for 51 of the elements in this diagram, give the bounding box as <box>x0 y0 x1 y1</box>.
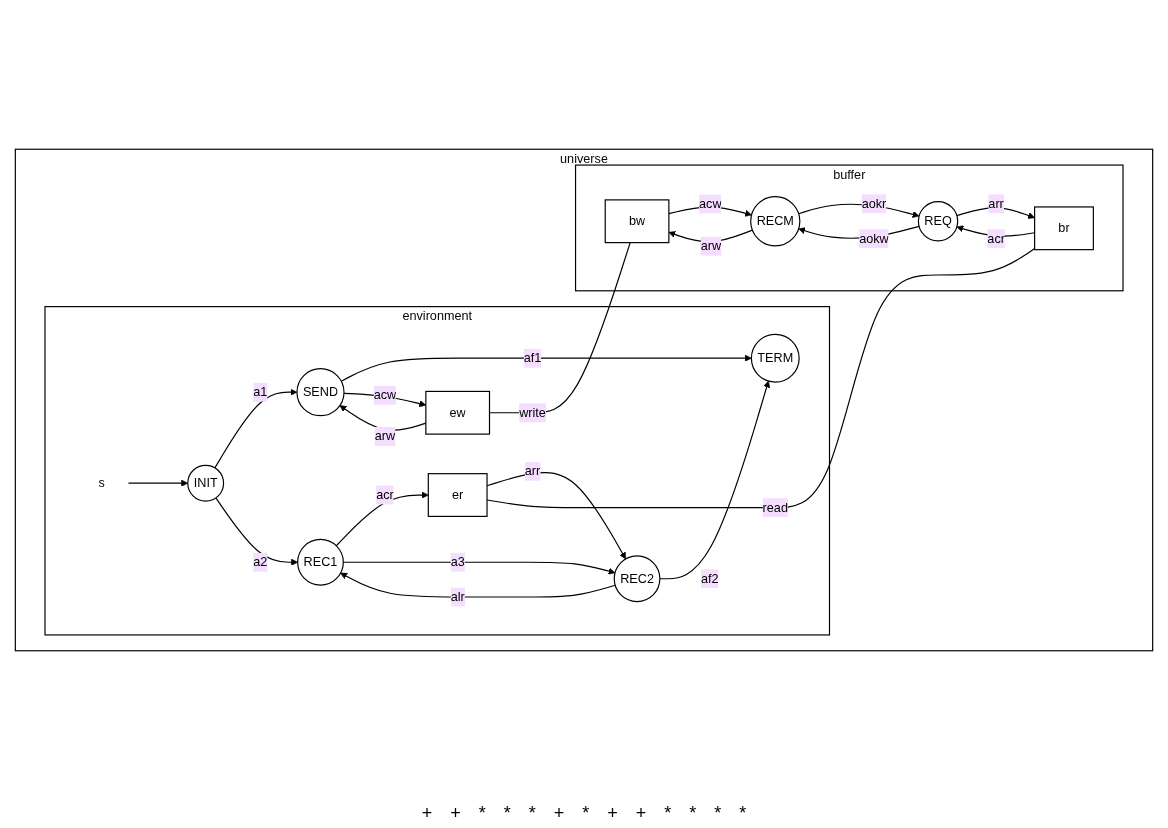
marker-sign: * <box>582 803 590 824</box>
marker-sign: + <box>635 803 647 824</box>
marker-sign: + <box>450 803 461 824</box>
node-text: s <box>98 475 105 489</box>
edge-label: acr <box>987 231 1005 245</box>
arrow <box>340 354 752 382</box>
edge-label: acr <box>376 487 394 501</box>
arrow <box>659 380 771 579</box>
edge-label: arw <box>374 428 396 443</box>
marker-sign: * <box>664 803 672 824</box>
arrow <box>215 496 298 566</box>
edge-label: write <box>519 405 546 419</box>
arrow <box>127 479 189 487</box>
edge-label: acw <box>373 387 397 402</box>
edge-label: alr <box>450 589 465 603</box>
marker-sign: * <box>739 803 747 824</box>
marker-sign: + <box>607 803 618 824</box>
node-circle: SEND <box>296 367 345 416</box>
arrow <box>214 388 298 468</box>
node-box: bw <box>604 198 670 243</box>
edge-label: arr <box>524 463 541 478</box>
node-circle: TERM <box>750 333 800 383</box>
node-box: ew <box>425 390 491 435</box>
marker-sign: + <box>421 803 433 824</box>
node-circle: REC1 <box>297 538 344 586</box>
edge-label: aokw <box>859 231 889 245</box>
edge-label: a2 <box>253 554 268 569</box>
marker-sign: * <box>528 803 536 824</box>
node-box: er <box>427 472 488 517</box>
node-circle: RECM <box>750 195 801 246</box>
arrow <box>335 491 429 546</box>
marker-sign: * <box>503 803 511 824</box>
edge-label: af1 <box>523 350 542 365</box>
edge-label: acw <box>699 196 722 210</box>
edge-label: a3 <box>450 554 465 569</box>
node-circle: INIT <box>187 464 225 502</box>
marker-sign: + <box>553 803 565 824</box>
edge-label: arw <box>700 238 722 252</box>
edge-label: aokr <box>861 196 887 210</box>
node-circle: REQ <box>917 200 959 241</box>
arrow <box>668 229 753 242</box>
marker-sign: * <box>689 803 697 824</box>
edge-label: af2 <box>700 571 719 585</box>
edge-label: read <box>762 500 788 514</box>
edge-label: a1 <box>253 384 268 399</box>
marker-sign: * <box>478 803 486 824</box>
arrow <box>340 572 616 598</box>
node-circle: REC2 <box>613 554 661 602</box>
marker-sign: * <box>714 803 722 824</box>
edge-label: arr <box>988 196 1004 210</box>
node-box: br <box>1034 205 1094 250</box>
